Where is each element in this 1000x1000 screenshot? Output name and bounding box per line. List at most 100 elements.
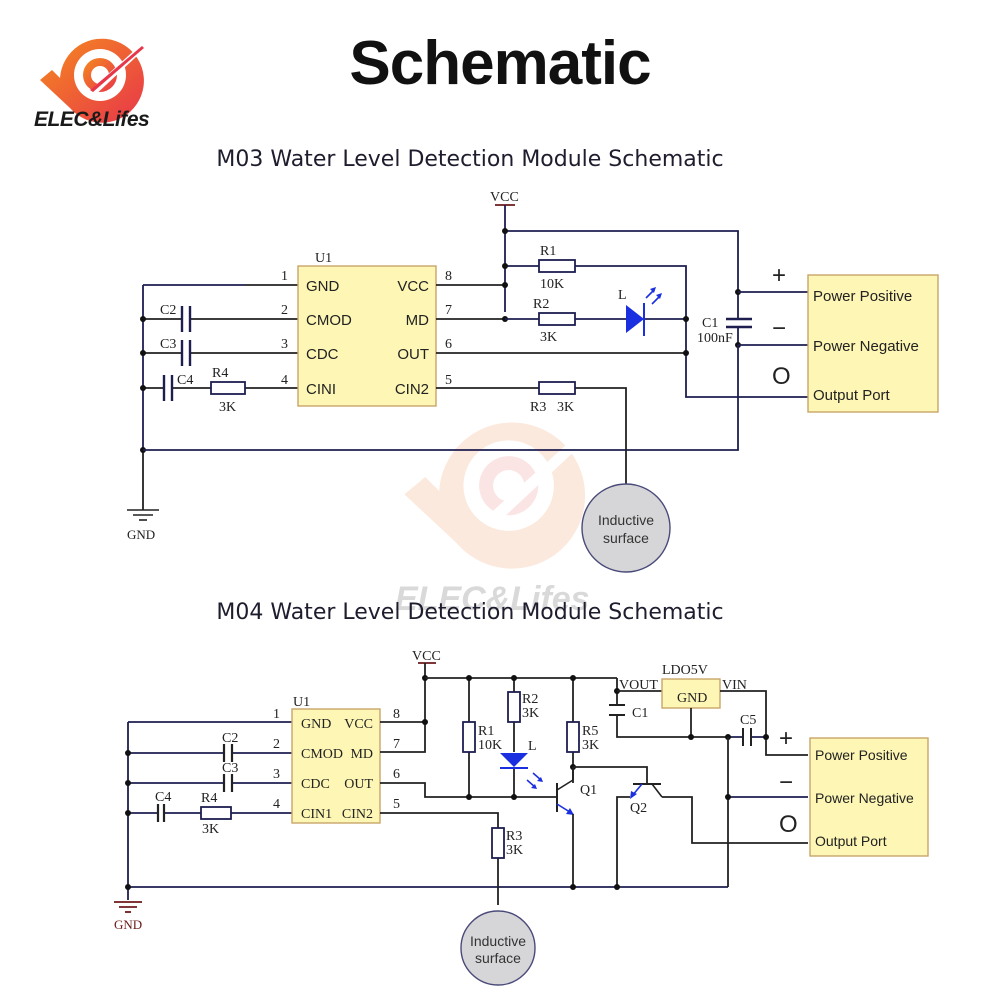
m04-connector-power-negative: Power Negative <box>815 790 914 806</box>
m04-pin-num-6: 6 <box>393 767 400 782</box>
m04-c4-label: C4 <box>155 790 171 805</box>
m03-ic-ref: U1 <box>315 251 332 266</box>
m04-led-icon <box>500 753 543 789</box>
m04-q2-transistor-icon <box>630 783 663 799</box>
watermark-text: ELEC&Lifes <box>395 580 590 618</box>
m04-minus-symbol: − <box>779 769 793 796</box>
m03-c1-capacitor-icon <box>726 317 752 329</box>
m04-pin-num-4: 4 <box>273 797 280 812</box>
m03-r3-label: R3 <box>530 400 546 415</box>
m03-pin-name-3: CDC <box>306 346 339 363</box>
m04-vin-label: VIN <box>722 678 747 693</box>
m03-connector-box <box>807 274 939 413</box>
m03-pin-num-7: 7 <box>445 303 452 318</box>
m04-ground-icon <box>114 901 142 913</box>
m03-r1-value: 10K <box>540 277 564 292</box>
m04-pin-name-8: VCC <box>344 717 373 732</box>
m03-c3-capacitor-icon <box>180 340 192 366</box>
m03-pin-name-7: MD <box>406 312 429 329</box>
m03-pin-name-5: CIN2 <box>395 381 429 398</box>
m04-r5-value: 3K <box>582 738 599 753</box>
m03-pin-name-2: CMOD <box>306 312 352 329</box>
m04-q1-label: Q1 <box>580 783 597 798</box>
m04-title: M04 Water Level Detection Module Schemat… <box>216 600 724 625</box>
m03-c1-label: C1 <box>702 316 718 331</box>
m03-vcc-label: VCC <box>490 190 519 205</box>
m03-led-label: L <box>618 288 627 303</box>
m03-r4-value: 3K <box>219 400 236 415</box>
m04-c2-capacitor-icon <box>222 744 234 762</box>
brand-name: ELEC&Lifes <box>34 108 150 131</box>
m04-q1-transistor-icon <box>556 779 574 815</box>
m03-r2-value: 3K <box>540 330 557 345</box>
m03-r3-resistor-icon <box>538 381 576 395</box>
m03-pin-name-4: CINI <box>306 381 336 398</box>
m03-c4-label: C4 <box>177 373 193 388</box>
m04-pin-num-2: 2 <box>273 737 280 752</box>
m03-sensor-line1: Inductive <box>598 512 654 528</box>
m04-r3-label: R3 <box>506 829 522 844</box>
m04-pin-num-3: 3 <box>273 767 280 782</box>
m04-connector-box <box>809 737 929 857</box>
m03-pin-name-1: GND <box>306 278 340 295</box>
m04-c4-capacitor-icon <box>156 804 166 822</box>
m03-r4-label: R4 <box>212 366 228 381</box>
m03-c3-label: C3 <box>160 337 176 352</box>
m04-r2-resistor-icon <box>507 691 521 723</box>
m03-pin-num-3: 3 <box>281 337 288 352</box>
m03-r1-resistor-icon <box>538 259 576 273</box>
m03-c1-value: 100nF <box>697 331 733 346</box>
m04-pin-num-5: 5 <box>393 797 400 812</box>
m03-pin-num-1: 1 <box>281 269 288 284</box>
m04-vcc-label: VCC <box>412 649 441 664</box>
m04-r1-value: 10K <box>478 738 502 753</box>
m03-r2-resistor-icon <box>538 312 576 326</box>
m03-connector-power-positive: Power Positive <box>813 288 912 305</box>
m03-connector-power-negative: Power Negative <box>813 338 919 355</box>
m04-c3-label: C3 <box>222 761 238 776</box>
m04-pin-num-1: 1 <box>273 707 280 722</box>
m03-pin-name-8: VCC <box>397 278 429 295</box>
m04-c5-capacitor-icon <box>742 728 752 746</box>
m04-connector-output-port: Output Port <box>815 833 887 849</box>
m03-c2-capacitor-icon <box>180 306 192 332</box>
m03-r1-label: R1 <box>540 244 556 259</box>
m04-r3-value: 3K <box>506 843 523 858</box>
m04-c1-label: C1 <box>632 706 648 721</box>
m03-out-symbol: O <box>772 363 791 390</box>
m04-c3-capacitor-icon <box>222 774 234 792</box>
m04-pin-name-4: CIN1 <box>301 807 332 822</box>
m04-ldo-regulator <box>661 678 721 709</box>
m04-pin-num-8: 8 <box>393 707 400 722</box>
m04-ldo-label: LDO5V <box>662 663 708 678</box>
page-title: Schematic <box>349 29 651 98</box>
m04-led-label: L <box>528 739 537 754</box>
m04-gnd-label: GND <box>114 917 142 932</box>
m03-ic-u1 <box>297 265 437 407</box>
m03-pin-num-2: 2 <box>281 303 288 318</box>
m04-sensor-line1: Inductive <box>470 933 526 949</box>
m04-c2-label: C2 <box>222 731 238 746</box>
watermark-logo-icon <box>404 421 600 569</box>
m03-ground-icon <box>127 509 159 521</box>
m03-sensor-line2: surface <box>603 530 649 546</box>
m04-r2-value: 3K <box>522 706 539 721</box>
m04-plus-symbol: + <box>779 725 793 752</box>
m03-c4-capacitor-icon <box>162 375 174 401</box>
m03-pin-num-4: 4 <box>281 373 288 388</box>
m04-r1-label: R1 <box>478 724 494 739</box>
m03-pin-num-8: 8 <box>445 269 452 284</box>
m04-vout-label: VOUT <box>619 678 658 693</box>
m04-r5-resistor-icon <box>566 721 580 753</box>
m04-c1-capacitor-icon <box>609 704 625 716</box>
m04-inductive-surface <box>460 910 536 986</box>
m03-gnd-label: GND <box>127 527 155 542</box>
m04-ic-u1 <box>291 708 381 824</box>
m04-r2-label: R2 <box>522 692 538 707</box>
m04-pin-name-2: CMOD <box>301 747 343 762</box>
m04-pin-name-1: GND <box>301 717 331 732</box>
m04-out-symbol: O <box>779 811 798 838</box>
m04-pin-name-6: OUT <box>344 777 373 792</box>
m04-r3-resistor-icon <box>491 827 505 859</box>
